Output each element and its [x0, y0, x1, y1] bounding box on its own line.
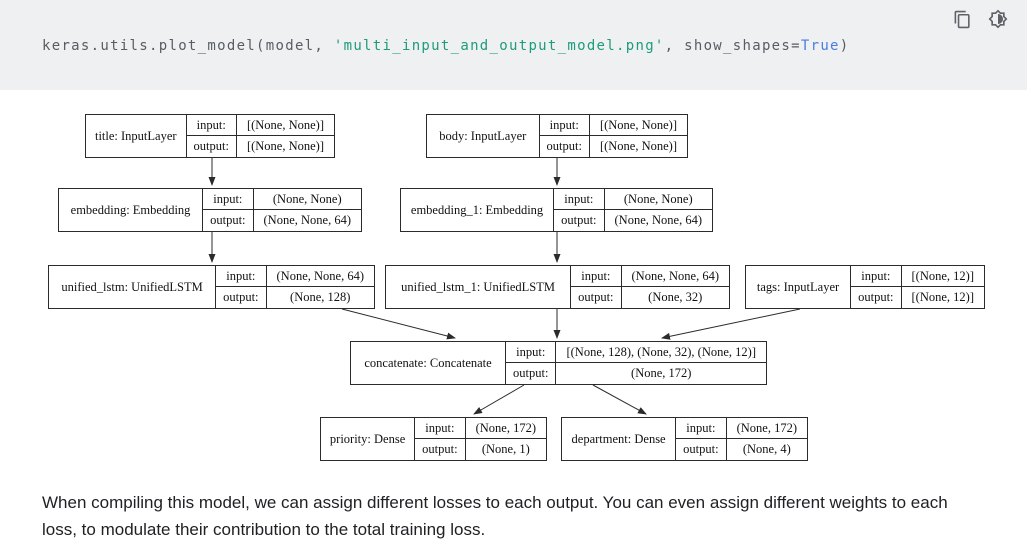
node-output-shape: (None, 32) [648, 290, 703, 304]
brightness-icon[interactable] [987, 8, 1009, 30]
model-diagram-image: title: InputLayer input: output: [(None,… [0, 100, 1027, 480]
node-input-shape: (None, 172) [726, 418, 807, 439]
node-input-shape: (None, None, 64) [266, 266, 374, 287]
node-input-shape: [(None, None)] [589, 115, 687, 136]
node-name: unified_lstm: UnifiedLSTM [49, 266, 217, 308]
diagram-node-embedding-1: embedding_1: Embedding input: output: (N… [400, 188, 713, 232]
node-input-label: input: [554, 189, 605, 210]
code-cell: keras.utils.plot_model(model, 'multi_inp… [0, 0, 1027, 90]
copy-icon[interactable] [951, 8, 973, 30]
node-output-shape: (None, 128) [290, 290, 351, 304]
diagram-node-priority: priority: Dense input: output: (None, 17… [320, 417, 547, 461]
diagram-node-department: department: Dense input: output: (None, … [561, 417, 808, 461]
node-name: concatenate: Concatenate [351, 342, 507, 384]
node-output-label: output: [676, 439, 727, 460]
edge-concatenate-department [592, 384, 647, 415]
node-output-shape: [(None, 12)] [911, 290, 974, 304]
node-output-shape: (None, 4) [742, 442, 791, 456]
node-input-shape: (None, None) [604, 189, 712, 210]
edge-lstm-concatenate [341, 308, 456, 340]
diagram-node-concatenate: concatenate: Concatenate input: output: … [350, 341, 767, 385]
node-input-shape: (None, None, 64) [621, 266, 729, 287]
node-input-shape: [(None, 128), (None, 32), (None, 12)] [556, 342, 766, 363]
node-output-shape: (None, None, 64) [614, 213, 702, 227]
node-input-label: input: [506, 342, 557, 363]
node-output-shape: (None, 1) [481, 442, 530, 456]
edge-concatenate-priority [473, 384, 525, 415]
node-input-label: input: [216, 266, 267, 287]
diagram-node-body: body: InputLayer input: output: [(None, … [426, 114, 688, 158]
node-input-label: input: [415, 418, 466, 439]
node-output-label: output: [203, 210, 254, 231]
node-output-label: output: [506, 363, 557, 384]
explanation-paragraph: When compiling this model, we can assign… [42, 493, 948, 539]
cell-toolbar [951, 8, 1009, 30]
node-name: embedding: Embedding [59, 189, 204, 231]
node-input-label: input: [676, 418, 727, 439]
code-editor[interactable]: keras.utils.plot_model(model, 'multi_inp… [42, 38, 850, 54]
node-output-shape: [(None, None)] [599, 139, 677, 153]
node-output-label: output: [554, 210, 605, 231]
node-name: body: InputLayer [427, 115, 540, 157]
node-name: title: InputLayer [86, 115, 187, 157]
node-input-label: input: [186, 115, 237, 136]
node-output-label: output: [571, 287, 622, 308]
node-input-label: input: [539, 115, 590, 136]
diagram-node-tags: tags: InputLayer input: output: [(None, … [745, 265, 985, 309]
node-output-label: output: [216, 287, 267, 308]
node-name: unified_lstm_1: UnifiedLSTM [386, 266, 572, 308]
node-name: embedding_1: Embedding [401, 189, 555, 231]
node-output-label: output: [851, 287, 902, 308]
diagram-node-embedding: embedding: Embedding input: output: (Non… [58, 188, 362, 232]
code-text: ) [839, 38, 850, 54]
diagram-node-unified-lstm-1: unified_lstm_1: UnifiedLSTM input: outpu… [385, 265, 730, 309]
node-input-shape: [(None, 12)] [901, 266, 984, 287]
code-keyword-token: True [800, 38, 840, 54]
node-output-shape: [(None, None)] [246, 139, 324, 153]
node-output-label: output: [187, 136, 237, 157]
code-text: keras.utils.plot_model(model, [42, 38, 334, 54]
node-input-label: input: [851, 266, 902, 287]
node-name: department: Dense [562, 418, 677, 460]
node-input-shape: (None, None) [253, 189, 361, 210]
node-name: priority: Dense [321, 418, 416, 460]
node-output-shape: (None, None, 64) [263, 213, 351, 227]
node-output-label: output: [540, 136, 590, 157]
diagram-node-title: title: InputLayer input: output: [(None,… [85, 114, 335, 158]
node-output-label: output: [415, 439, 466, 460]
diagram-node-unified-lstm: unified_lstm: UnifiedLSTM input: output:… [48, 265, 375, 309]
code-text: , show_shapes= [664, 38, 801, 54]
node-input-label: input: [571, 266, 622, 287]
node-input-shape: [(None, None)] [236, 115, 334, 136]
edge-tags-concatenate [661, 308, 801, 340]
node-input-shape: (None, 172) [465, 418, 546, 439]
node-input-label: input: [203, 189, 254, 210]
node-output-shape: (None, 172) [631, 366, 692, 380]
node-name: tags: InputLayer [746, 266, 852, 308]
code-string-token: 'multi_input_and_output_model.png' [333, 38, 665, 54]
